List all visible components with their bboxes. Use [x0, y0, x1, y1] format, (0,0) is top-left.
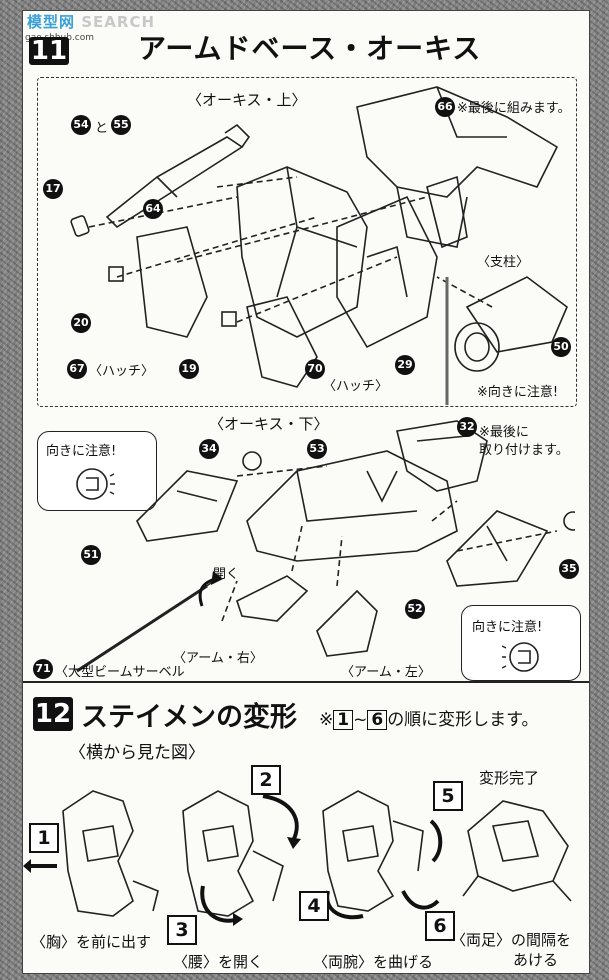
pillar-label: 〈支柱〉 — [477, 255, 530, 270]
hatch-left-label: 〈ハッチ〉 — [89, 364, 155, 379]
side-view-label: 〈横から見た図〉 — [69, 743, 205, 763]
part-67: 67 — [67, 359, 87, 379]
hatch-right-label: 〈ハッチ〉 — [323, 379, 389, 394]
part-53: 53 — [307, 439, 327, 459]
caption-legs-line2: あける — [513, 951, 559, 969]
open-label: 開く — [213, 567, 240, 582]
caption-legs-line1: 〈両足〉の間隔を — [451, 931, 572, 949]
upper-last-note: ※最後に組みます。 — [457, 101, 571, 116]
part-20: 20 — [71, 313, 91, 333]
order-note-prefix: ※ — [319, 710, 334, 730]
peg-orientation-icon — [76, 468, 115, 500]
attach-last-line1: ※最後に — [479, 425, 529, 440]
step-12-badge: 12 — [33, 697, 73, 731]
direction-callout-left: 向きに注意! — [37, 431, 157, 511]
caption-waist: 〈腰〉を開く — [173, 953, 264, 971]
part-35: 35 — [559, 559, 579, 579]
orkis-upper-box — [37, 77, 577, 407]
watermark-brand: 模型网 — [27, 13, 76, 31]
direction-callout-right: 向きに注意! — [461, 605, 581, 681]
part-34: 34 — [199, 439, 219, 459]
order-note-to: 6 — [367, 710, 388, 730]
upper-direction-note: ※向きに注意! — [477, 385, 559, 400]
orkis-upper-label: 〈オーキス・上〉 — [187, 91, 307, 109]
orkis-lower-label: 〈オーキス・下〉 — [209, 415, 329, 433]
section-divider — [23, 681, 589, 683]
instruction-sheet: 模型网 SEARCH gao.shhub.com 11 アームドベース・オーキス — [22, 10, 590, 974]
direction-callout-left-text: 向きに注意! — [46, 444, 117, 459]
step-4-marker: 4 — [299, 891, 329, 921]
caption-chest: 〈胸〉を前に出す — [31, 933, 152, 951]
orkis-lower-illustration — [76, 420, 575, 673]
step-6-marker: 6 — [425, 911, 455, 941]
part-joiner: と — [95, 121, 109, 136]
part-29: 29 — [395, 355, 415, 375]
attach-last-line2: 取り付けます。 — [479, 443, 569, 458]
beam-saber-label: 〈大型ビームサーベル — [55, 665, 185, 680]
arm-left-label: 〈アーム・左〉 — [341, 665, 431, 680]
part-64: 64 — [143, 199, 163, 219]
order-note-suffix: の順に変形します。 — [387, 710, 539, 730]
part-70: 70 — [305, 359, 325, 379]
part-50: 50 — [551, 337, 571, 357]
part-19: 19 — [179, 359, 199, 379]
step-11-badge: 11 — [29, 36, 69, 66]
part-71: 71 — [33, 659, 53, 679]
direction-callout-right-text: 向きに注意! — [472, 620, 543, 635]
part-51: 51 — [81, 545, 101, 565]
order-note-tilde: ~ — [353, 710, 368, 730]
step-2-marker: 2 — [251, 765, 281, 795]
caption-arms: 〈両腕〉を曲げる — [313, 953, 434, 971]
part-32: 32 — [457, 417, 477, 437]
part-17: 17 — [43, 179, 63, 199]
peg-orientation-icon-right — [502, 642, 539, 672]
watermark-text: SEARCH — [81, 13, 156, 31]
arm-right-label: 〈アーム・右〉 — [173, 651, 263, 666]
step-11-title: アームドベース・オーキス — [138, 32, 482, 65]
step-3-marker: 3 — [167, 915, 197, 945]
order-note-from: 1 — [333, 710, 354, 730]
part-52: 52 — [405, 599, 425, 619]
step-12-title: ステイメンの変形 — [81, 702, 297, 733]
part-55: 55 — [111, 115, 131, 135]
transform-complete-label: 変形完了 — [479, 769, 540, 787]
step-5-marker: 5 — [433, 781, 463, 811]
step-1-marker: 1 — [29, 823, 59, 853]
part-54: 54 — [71, 115, 91, 135]
part-66: 66 — [435, 97, 455, 117]
